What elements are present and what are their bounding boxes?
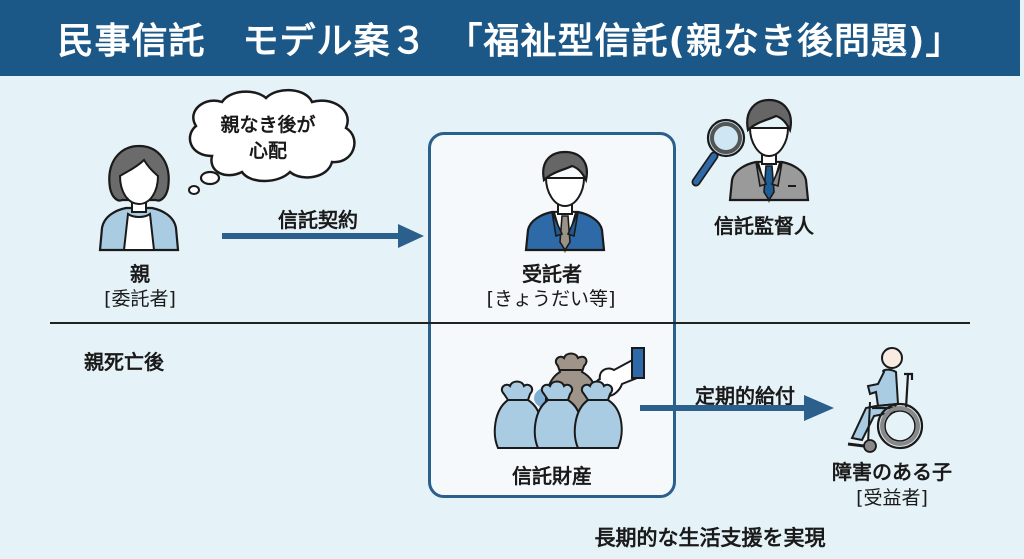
title-bar: 民事信託 モデル案３ 「福祉型信託(親なき後問題)」 [0,0,1020,76]
trustee-name: 受託者 [522,262,582,286]
supervisor-name: 信託監督人 [714,214,814,238]
beneficiary-role: [受益者] [856,487,928,509]
parent-name: 親 [130,262,150,286]
footer-text: 長期的な生活支援を実現 [594,526,826,550]
thought-cloud-icon [188,89,356,195]
inspector-magnifier-icon [691,98,810,204]
businessman-person-icon [524,150,606,254]
thought-line-2: 心配 [248,140,287,162]
thought-line-1: 親なき後が [220,114,316,136]
parent-figure [96,142,182,252]
beneficiary-name: 障害のある子 [832,460,952,484]
trust-property-figure [493,340,645,452]
payment-label: 定期的給付 [695,384,795,408]
trustee-role: [きょうだい等] [486,288,616,310]
trustee-figure [522,150,608,254]
thought-text: 親なき後が 心配 [172,112,364,164]
beneficiary-figure [846,346,930,454]
payment-arrow [640,395,834,421]
trust-contract-label: 信託契約 [278,208,358,232]
trust-contract-arrow [222,224,424,248]
wheelchair-person-icon [847,347,924,453]
thought-bubble: 親なき後が 心配 [172,86,364,196]
trust-property-label: 信託財産 [512,464,592,488]
timeline-divider [50,322,970,324]
page-title: 民事信託 モデル案３ 「福祉型信託(親なき後問題)」 [57,21,963,62]
woman-person-icon [98,144,180,252]
parent-role: [委託者] [104,288,176,310]
supervisor-figure [690,98,820,204]
after-death-label: 親死亡後 [84,350,164,374]
money-bags-icon [493,347,645,449]
